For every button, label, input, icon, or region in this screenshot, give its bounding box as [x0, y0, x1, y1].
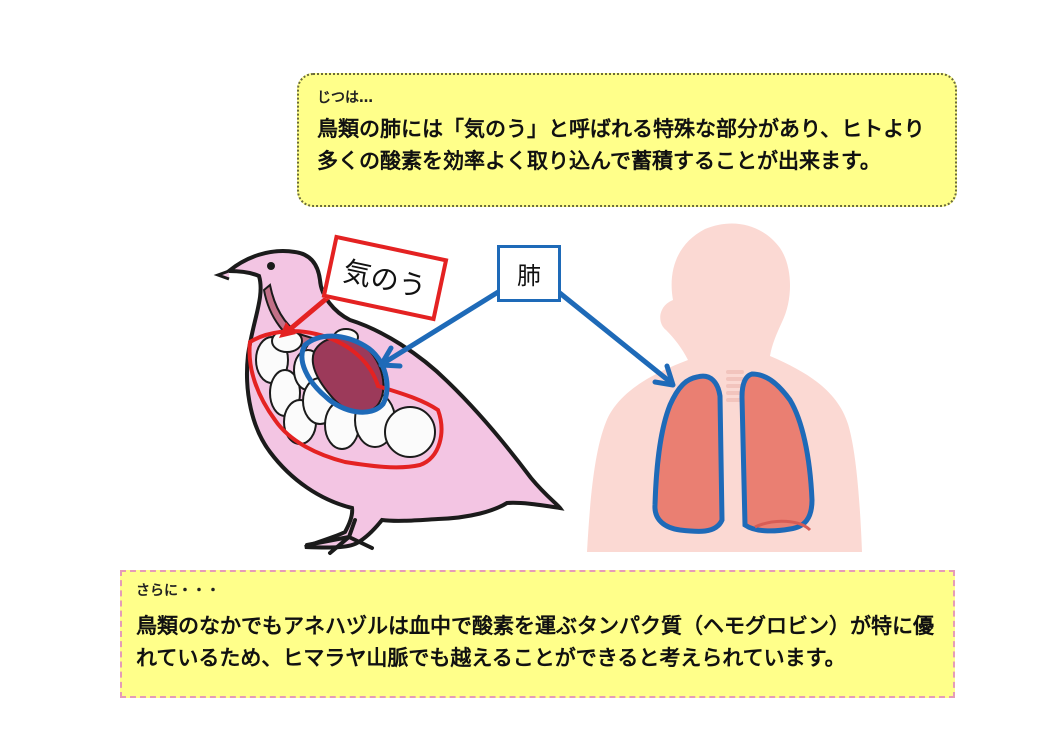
- human-lung-right: [739, 371, 815, 534]
- human-trachea: [726, 370, 744, 402]
- human-silhouette: [587, 223, 862, 552]
- bottom-callout: さらに・・・ 鳥類のなかでもアネハヅルは血中で酸素を運ぶタンパク質（ヘモグロビン…: [120, 570, 955, 698]
- lung-arrow-to-human-head: [652, 363, 676, 388]
- lung-arrow-to-bird: [384, 286, 506, 364]
- bird-lung-outline: [299, 333, 390, 415]
- lung-label: 肺: [497, 245, 561, 302]
- air-sac-arrowhead: [279, 322, 296, 338]
- bottom-callout-intro: さらに・・・: [136, 583, 220, 599]
- lung-arrow-to-human: [553, 287, 672, 384]
- lung-arrow-to-bird-head: [378, 345, 403, 369]
- bird-beak: [213, 269, 230, 281]
- bird-leg: [305, 518, 374, 555]
- lung-label-text: 肺: [517, 262, 541, 290]
- human-lung-left: [652, 373, 725, 534]
- bird-body: [223, 249, 565, 550]
- human-diaphragm: [754, 519, 812, 532]
- top-callout-body: 鳥類の肺には「気のう」と呼ばれる特殊な部分があり、ヒトより多くの酸素を効率よく取…: [317, 117, 925, 173]
- top-callout-intro: じつは…: [317, 90, 373, 106]
- bottom-callout-body: 鳥類のなかでもアネハヅルは血中で酸素を運ぶタンパク質（ヘモグロビン）が特に優れて…: [136, 614, 934, 670]
- top-callout: じつは… 鳥類の肺には「気のう」と呼ばれる特殊な部分があり、ヒトより多くの酸素を…: [297, 73, 957, 207]
- air-sac-label-text: 気のう: [340, 254, 430, 305]
- bird-illustration: [213, 249, 565, 555]
- bird-eye: [267, 262, 275, 270]
- human-illustration: [587, 223, 862, 552]
